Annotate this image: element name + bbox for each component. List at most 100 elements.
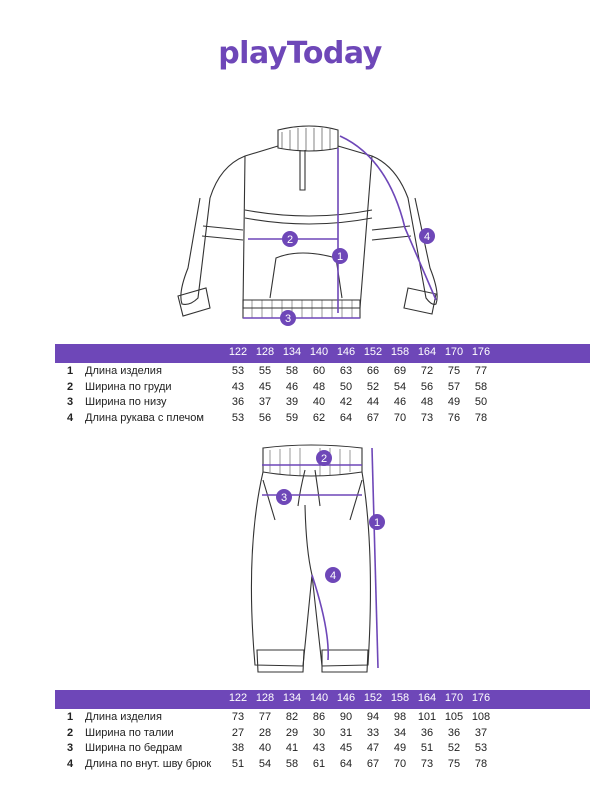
size-value: 78 xyxy=(474,757,488,770)
size-value: 67 xyxy=(366,757,380,770)
marker-1: 1 xyxy=(337,251,343,263)
row-label: Ширина по талии xyxy=(85,726,174,739)
size-value: 75 xyxy=(447,757,461,770)
size-value: 73 xyxy=(231,711,245,723)
size-value: 36 xyxy=(420,726,434,739)
size-value: 58 xyxy=(285,365,299,377)
size-value: 40 xyxy=(312,396,326,408)
row-number: 3 xyxy=(67,396,74,408)
size-value: 77 xyxy=(258,711,272,723)
size-value: 38 xyxy=(231,742,245,754)
size-value: 60 xyxy=(312,365,326,377)
row-number: 1 xyxy=(67,711,74,723)
size-header: 158 xyxy=(390,346,410,358)
size-value: 41 xyxy=(285,742,299,754)
size-header: 146 xyxy=(336,346,356,358)
size-header: 170 xyxy=(444,692,464,704)
row-label: Ширина по низу xyxy=(85,396,167,408)
size-value: 46 xyxy=(285,380,299,393)
size-header: 164 xyxy=(417,346,437,358)
row-number: 1 xyxy=(67,365,74,377)
size-value: 54 xyxy=(393,380,407,393)
row-label: Длина рукава с плечом xyxy=(85,411,204,424)
row-number: 3 xyxy=(67,742,74,754)
size-value: 64 xyxy=(339,757,353,770)
row-number: 4 xyxy=(67,757,74,770)
size-value: 105 xyxy=(444,711,464,723)
row-label: Длина изделия xyxy=(85,711,162,723)
size-value: 94 xyxy=(366,711,380,723)
marker-2: 2 xyxy=(287,234,293,246)
size-value: 90 xyxy=(339,711,353,723)
size-value: 40 xyxy=(258,742,272,754)
size-value: 28 xyxy=(258,726,272,739)
size-header: 122 xyxy=(228,346,248,358)
size-value: 58 xyxy=(474,380,488,393)
row-label: Длина по внут. шву брюк xyxy=(85,757,212,770)
top-size-table: 122 128 134 140 146 152 158 164 170 176 … xyxy=(55,344,590,425)
pants-drawing: 2 3 1 4 xyxy=(250,444,385,673)
marker-3: 3 xyxy=(281,492,287,504)
size-value: 67 xyxy=(366,411,380,424)
table-header: 122 128 134 140 146 152 158 164 170 176 xyxy=(55,690,590,709)
size-value: 50 xyxy=(339,380,353,393)
size-value: 42 xyxy=(339,396,353,408)
size-value: 51 xyxy=(420,742,434,754)
size-value: 30 xyxy=(312,726,326,739)
row-number: 4 xyxy=(67,411,74,424)
size-value: 52 xyxy=(366,380,380,393)
size-header: 146 xyxy=(336,692,356,704)
size-value: 76 xyxy=(447,411,461,424)
size-value: 55 xyxy=(258,365,272,377)
logo-text: playToday xyxy=(218,36,382,71)
size-value: 43 xyxy=(231,380,245,393)
size-value: 64 xyxy=(339,411,353,424)
size-value: 77 xyxy=(474,365,488,377)
size-value: 45 xyxy=(339,742,353,754)
size-header: 122 xyxy=(228,692,248,704)
size-value: 61 xyxy=(312,757,326,770)
size-value: 53 xyxy=(231,411,245,424)
size-value: 101 xyxy=(417,711,437,723)
size-value: 47 xyxy=(366,742,380,754)
size-value: 78 xyxy=(474,411,488,424)
size-value: 73 xyxy=(420,411,434,424)
size-value: 70 xyxy=(393,757,407,770)
sweatshirt-drawing: 2 1 3 4 xyxy=(177,125,438,326)
size-value: 43 xyxy=(312,742,326,754)
marker-3: 3 xyxy=(285,313,291,325)
size-value: 73 xyxy=(420,757,434,770)
size-value: 27 xyxy=(231,726,245,739)
size-value: 31 xyxy=(339,726,353,739)
size-value: 51 xyxy=(231,757,245,770)
size-value: 46 xyxy=(393,396,407,408)
brand-logo: playToday xyxy=(0,36,600,71)
size-value: 56 xyxy=(258,411,272,424)
size-value: 36 xyxy=(231,396,245,408)
row-label: Ширина по бедрам xyxy=(85,742,183,754)
marker-1: 1 xyxy=(374,517,380,529)
size-value: 29 xyxy=(285,726,299,739)
size-value: 82 xyxy=(285,711,299,723)
size-header: 134 xyxy=(282,346,302,358)
sweatshirt-markers: 2 1 3 4 xyxy=(280,228,435,326)
size-header: 140 xyxy=(309,346,329,358)
size-value: 59 xyxy=(285,411,299,424)
size-value: 86 xyxy=(312,711,326,723)
size-value: 70 xyxy=(393,411,407,424)
size-value: 57 xyxy=(447,380,461,393)
size-value: 49 xyxy=(393,742,407,754)
size-header: 176 xyxy=(471,692,491,704)
size-value: 49 xyxy=(447,396,461,408)
size-value: 56 xyxy=(420,380,434,393)
size-value: 54 xyxy=(258,757,272,770)
size-value: 36 xyxy=(447,726,461,739)
size-value: 75 xyxy=(447,365,461,377)
size-value: 98 xyxy=(393,711,407,723)
size-value: 66 xyxy=(366,365,380,377)
size-header: 164 xyxy=(417,692,437,704)
size-value: 44 xyxy=(366,396,380,408)
